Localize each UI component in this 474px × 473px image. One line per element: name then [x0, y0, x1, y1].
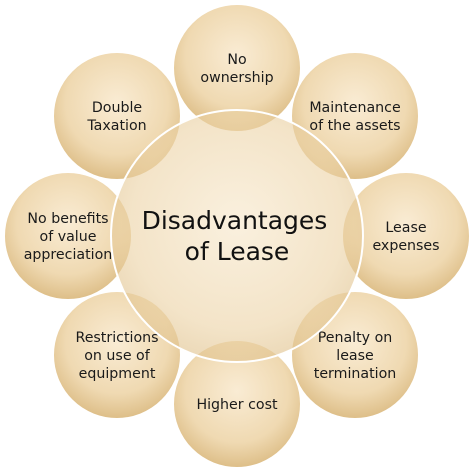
node-label-line: on use of: [84, 348, 150, 364]
center-title-line-2: of Lease: [185, 237, 290, 266]
node-label-line: of value: [40, 229, 97, 245]
center-circle: [110, 109, 364, 363]
node-label-line: termination: [314, 366, 397, 382]
center-title: Disadvantages of Lease: [142, 206, 333, 266]
node-label-no-benefits: No benefits of value appreciation: [24, 211, 113, 263]
node-label-line: Double: [92, 100, 142, 116]
node-label-line: Taxation: [86, 118, 146, 134]
node-label-restrictions: Restrictions on use of equipment: [75, 330, 158, 382]
node-label-maintenance: Maintenance of the assets: [309, 100, 400, 134]
center-title-line-1: Disadvantages: [142, 206, 328, 235]
node-label-line: appreciation: [24, 247, 113, 263]
node-label-penalty: Penalty on lease termination: [314, 330, 397, 382]
node-label-line: of the assets: [309, 118, 400, 134]
node-lease-expenses: Lease expenses: [341, 171, 471, 301]
node-label-line: No benefits: [27, 211, 108, 227]
node-label-line: Penalty on: [318, 330, 393, 346]
node-label-line: Higher cost: [196, 397, 278, 413]
node-label-line: ownership: [200, 70, 273, 86]
node-label-line: No: [227, 52, 246, 68]
node-label-line: lease: [336, 348, 374, 364]
node-label-higher-cost: Higher cost: [196, 397, 278, 413]
node-label-line: Lease: [385, 220, 426, 236]
node-no-ownership: No ownership: [172, 3, 302, 133]
node-label-no-ownership: No ownership: [200, 52, 273, 86]
node-label-line: Restrictions: [75, 330, 158, 346]
node-label-line: Maintenance: [309, 100, 400, 116]
node-label-line: expenses: [372, 238, 439, 254]
node-no-benefits: No benefits of value appreciation: [3, 171, 133, 301]
node-label-lease-expenses: Lease expenses: [372, 220, 439, 254]
node-label-line: equipment: [79, 366, 156, 382]
